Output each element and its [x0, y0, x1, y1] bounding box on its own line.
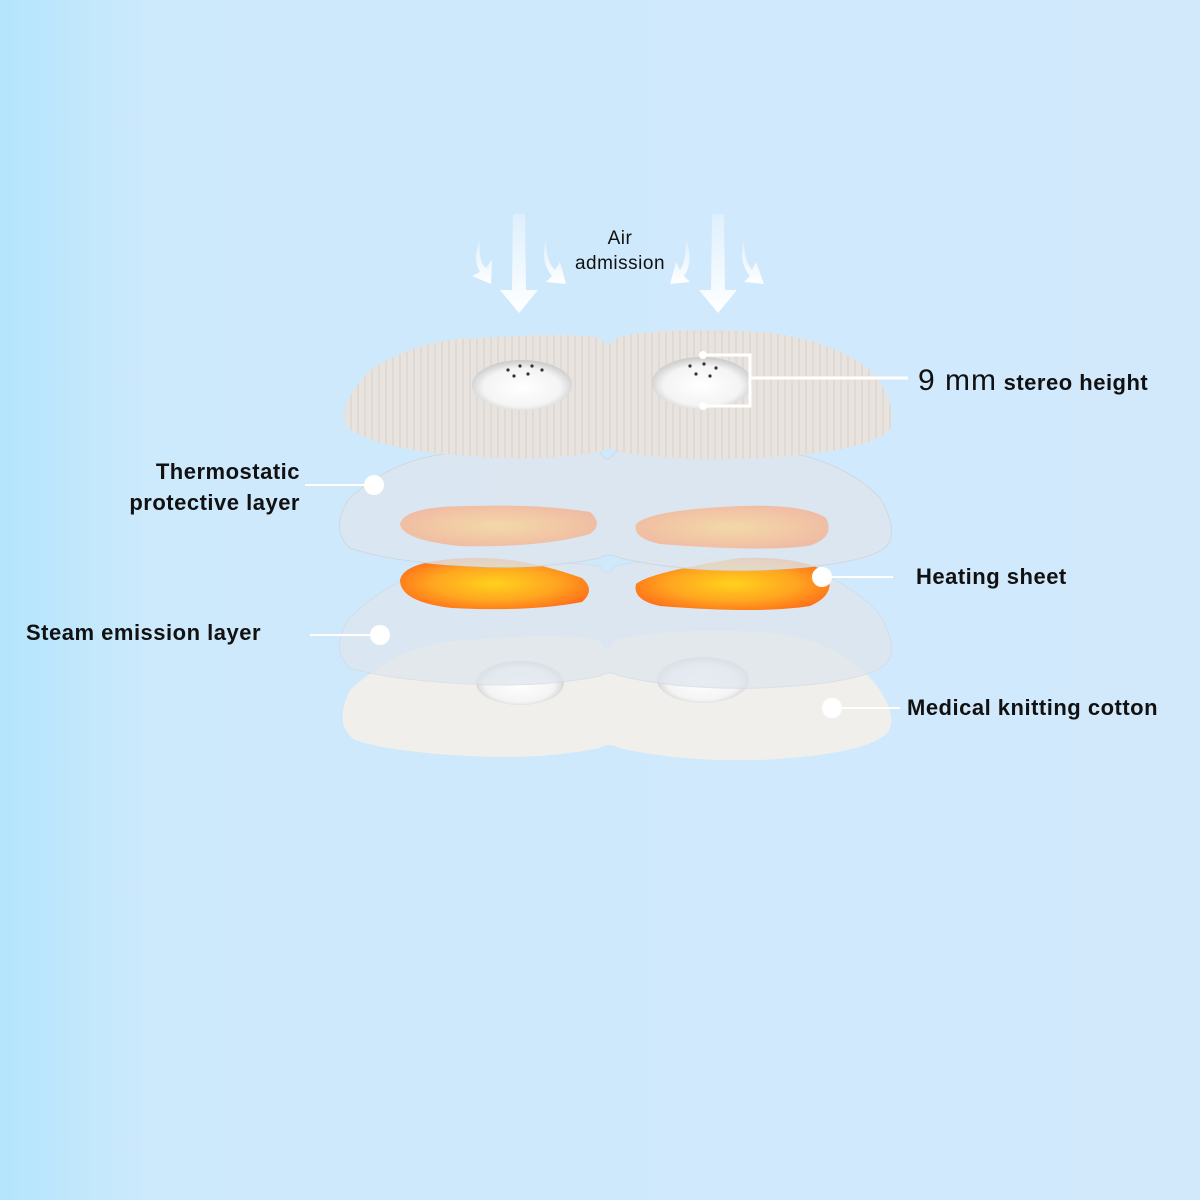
top-breathable-layer [344, 330, 892, 460]
air-arrow-right-center [699, 214, 737, 313]
heating-sheet [400, 557, 830, 610]
callout-thermo [305, 475, 384, 495]
top-bubble-right [652, 357, 752, 409]
thermo-pad-right [635, 505, 829, 549]
air-holes-left [506, 364, 544, 378]
cotton-layer-label: Medical knitting cotton [907, 695, 1159, 720]
air-arrow-left-left [472, 240, 492, 284]
air-arrow-left-right [544, 240, 566, 284]
air-holes-right [688, 362, 718, 378]
callout-steam [310, 625, 390, 645]
air-label-line1: Air [607, 228, 633, 249]
top-bubble-left [472, 360, 572, 410]
thermo-label-line2: protective layer [129, 490, 300, 515]
callout-cotton [822, 698, 900, 718]
steam-emission-label: Steam emission layer [26, 620, 262, 645]
air-label-line2: admission [574, 253, 666, 274]
stereo-height-label: 9 mm stereo height [918, 364, 1148, 398]
thermostatic-layer [339, 446, 892, 571]
heating-sheet-label: Heating sheet [916, 564, 1067, 589]
air-arrow-left-center [500, 214, 538, 313]
height-marker-top [699, 351, 707, 359]
height-text: stereo height [1003, 370, 1149, 395]
thermo-label-line1: Thermostatic [155, 459, 300, 484]
air-admission-label: Air admission [560, 226, 680, 276]
callout-heating [812, 567, 893, 587]
height-marker-bottom [699, 402, 707, 410]
air-arrow-right-left [670, 240, 690, 284]
thermo-pad-left [400, 505, 597, 547]
height-value: 9 mm [918, 364, 997, 397]
air-arrow-right-right [742, 240, 764, 284]
air-arrows [472, 214, 764, 313]
thermostatic-layer-label: Thermostatic protective layer [100, 456, 300, 518]
heating-pad-left [400, 557, 589, 610]
height-bracket [703, 353, 908, 408]
heating-pad-right [635, 557, 830, 610]
